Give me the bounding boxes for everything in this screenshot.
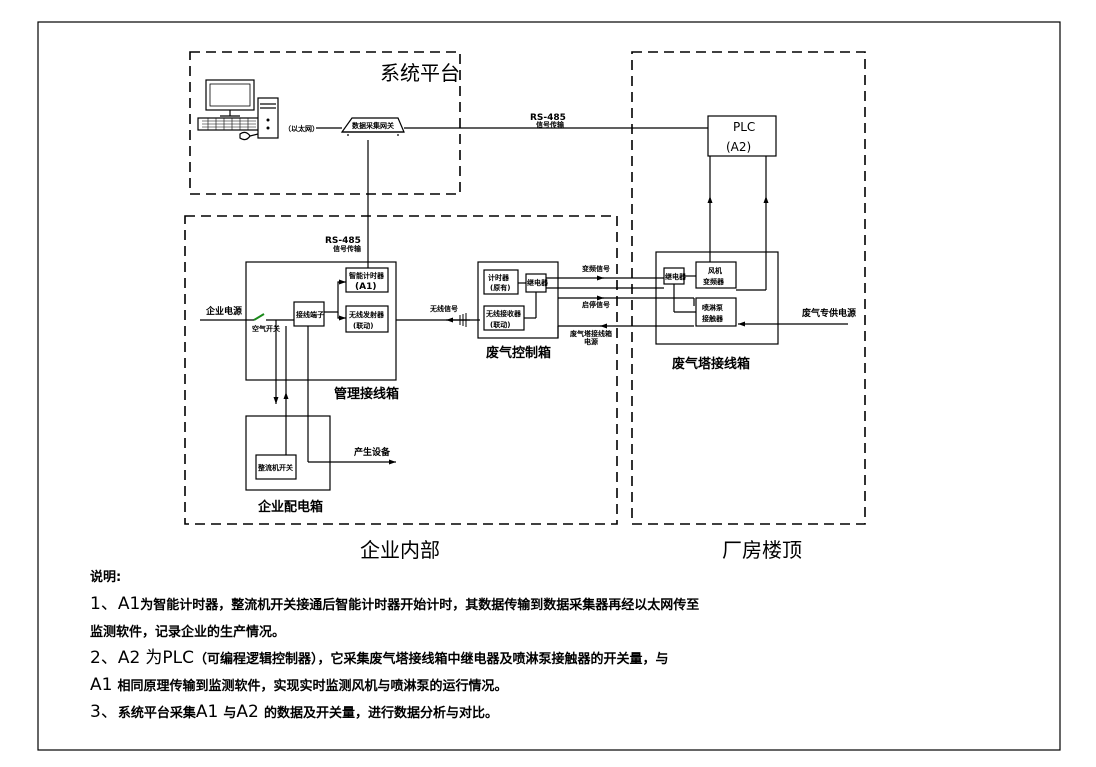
- label-fan-vfd: 变频器: [703, 277, 725, 286]
- label-terminal: 接线端子: [296, 310, 324, 319]
- label-exhaust-pump-power: 废气塔接线箱: [570, 329, 612, 338]
- pump-contactor: [695, 297, 737, 327]
- label-relay-roof: 继电器: [665, 272, 687, 281]
- wireless-signal-icon: [459, 313, 467, 327]
- note-2-line-2: A1 相同原理传输到监测软件，实现实时监测风机与喷淋泵的运行情况。: [90, 675, 508, 694]
- label-exhaust-power: 废气专供电源: [802, 307, 856, 319]
- label-rs485-mid-sub: 信号传输: [333, 244, 362, 253]
- label-rectifier-switch: 整流机开关: [257, 463, 293, 472]
- label-wireless-rx-mode: (联动): [490, 320, 510, 329]
- label-timer-a1-code: (A1): [355, 282, 376, 292]
- drawing-frame: [37, 21, 1061, 751]
- label-air-switch: 空气开关: [252, 324, 280, 333]
- note-3-text-c: 的数据及开关量，进行数据分析与对比。: [263, 706, 498, 721]
- label-wireless-rx: 无线接收器: [485, 309, 522, 318]
- region-enterprise-internal: [184, 215, 618, 525]
- fan-vfd: [695, 261, 737, 289]
- label-start-stop-signal: 启停信号: [582, 300, 610, 309]
- note-1-line-1: 1、A1为智能计时器，整流机开关接通后智能计时器开始计时，其数据传输到数据采集器…: [90, 594, 699, 613]
- label-relay: 继电器: [527, 278, 549, 287]
- label-mgmt-box: 管理接线箱: [334, 386, 399, 402]
- note-3: 3、系统平台采集A1 与A2 的数据及开关量，进行数据分析与对比。: [90, 702, 498, 721]
- terminal-block: [293, 301, 325, 327]
- label-tower-box: 废气塔接线箱: [672, 356, 750, 372]
- label-system-platform: 系统平台: [380, 61, 460, 85]
- label-pump: 喷淋泵: [702, 303, 723, 312]
- label-plc-a2: (A2): [726, 140, 751, 154]
- note-1-text-2: 监测软件，记录企业的生产情况。: [90, 625, 286, 640]
- label-enterprise-power: 企业电源: [205, 305, 242, 317]
- gateway-device: [340, 117, 405, 136]
- label-rs485-mid: RS-485: [325, 236, 361, 246]
- label-wireless-tx: 无线发射器: [348, 310, 385, 319]
- note-2-prefix: 2、A2: [90, 648, 141, 668]
- label-gateway: 数据采集网关: [352, 121, 394, 130]
- note-2-plc: 为PLC: [145, 648, 194, 668]
- air-switch-icon: [253, 313, 265, 321]
- management-junction-box: [245, 261, 397, 381]
- region-system-platform: [189, 51, 461, 195]
- distribution-box: [245, 415, 331, 491]
- label-wireless-signal: 无线信号: [429, 304, 458, 313]
- note-2-text: （可编程逻辑控制器），它采集废气塔接线箱中继电器及喷淋泵接触器的开关量，与: [193, 652, 669, 667]
- label-factory-roof: 厂房楼顶: [722, 538, 802, 562]
- exhaust-tower-junction-box: [655, 251, 779, 345]
- note-1-prefix: 1、A1: [90, 594, 141, 614]
- label-timer-old-note: (原有): [490, 283, 510, 292]
- wireless-receiver: [483, 305, 525, 331]
- note-1-text: 为智能计时器，整流机开关接通后智能计时器开始计时，其数据传输到数据采集器再经以太…: [140, 598, 700, 613]
- label-ethernet: （以太网）: [284, 124, 319, 133]
- note-3-prefix: 3、: [90, 702, 118, 722]
- note-3-a1: A1: [195, 702, 219, 722]
- label-pump-contactor: 接触器: [702, 314, 724, 323]
- note-3-a2: A2: [236, 702, 259, 722]
- label-rs485-top: RS-485: [530, 113, 566, 123]
- label-rs485-top-sub: 信号传输: [536, 120, 565, 129]
- note-1-line-2: 监测软件，记录企业的生产情况。: [90, 621, 285, 640]
- label-distribution-box: 企业配电箱: [257, 499, 323, 515]
- note-3-text-a: 系统平台采集: [117, 706, 196, 721]
- rectifier-switch: [255, 454, 297, 480]
- exhaust-control-box: [477, 261, 559, 339]
- note-3-text-b: 与: [223, 706, 237, 721]
- label-timer-old: 计时器: [488, 273, 510, 282]
- notes-title: 说明:: [90, 566, 121, 585]
- label-timer-a1: 智能计时器: [349, 271, 385, 280]
- label-exhaust-ctrl-box: 废气控制箱: [486, 345, 551, 361]
- note-2-prefix-2: A1: [90, 675, 113, 695]
- label-fan: 风机: [708, 266, 722, 275]
- notes-title-text: 说明:: [90, 570, 122, 585]
- timer-original: [483, 269, 519, 295]
- label-vfd-signal: 变频信号: [582, 264, 610, 273]
- smart-timer-a1: [345, 267, 389, 293]
- computer-icon: [197, 79, 279, 141]
- label-enterprise-internal: 企业内部: [360, 538, 440, 562]
- label-plc: PLC: [733, 120, 755, 134]
- wireless-transmitter: [345, 305, 389, 333]
- label-production-equipment: 产生设备: [354, 446, 391, 458]
- note-2-text-2: 相同原理传输到监测软件，实现实时监测风机与喷淋泵的运行情况。: [117, 679, 508, 694]
- label-exhaust-pump-power-unit: 电源: [584, 337, 598, 346]
- plc-a2: [707, 115, 777, 157]
- note-2-line-1: 2、A2 为PLC（可编程逻辑控制器），它采集废气塔接线箱中继电器及喷淋泵接触器…: [90, 648, 668, 667]
- label-wireless-tx-mode: (联动): [353, 321, 373, 330]
